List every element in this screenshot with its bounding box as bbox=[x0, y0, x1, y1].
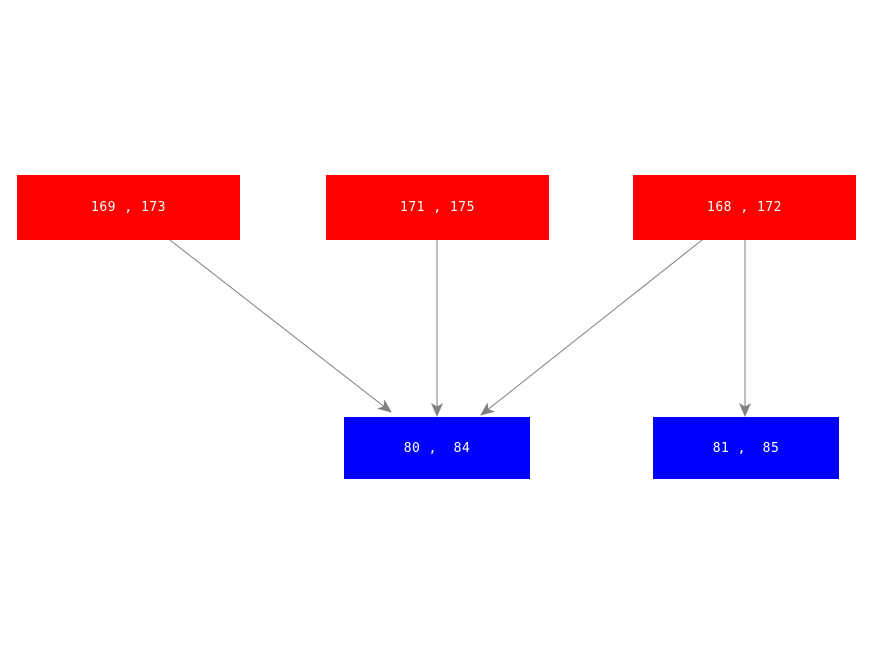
node-label: 168 , 172 bbox=[707, 200, 782, 215]
edge-group bbox=[169, 239, 751, 417]
node-81-85[interactable]: 81 , 85 bbox=[653, 417, 839, 479]
node-label: 80 , 84 bbox=[403, 440, 471, 456]
node-168-172[interactable]: 168 , 172 bbox=[633, 175, 856, 240]
node-label: 169 , 173 bbox=[91, 200, 166, 215]
node-label: 81 , 85 bbox=[712, 440, 780, 456]
node-171-175[interactable]: 171 , 175 bbox=[326, 175, 549, 240]
edge-n1-n4 bbox=[169, 239, 392, 413]
edge-n3-n4 bbox=[480, 239, 703, 416]
node-label: 171 , 175 bbox=[400, 200, 475, 215]
node-169-173[interactable]: 169 , 173 bbox=[17, 175, 240, 240]
node-80-84[interactable]: 80 , 84 bbox=[344, 417, 530, 479]
